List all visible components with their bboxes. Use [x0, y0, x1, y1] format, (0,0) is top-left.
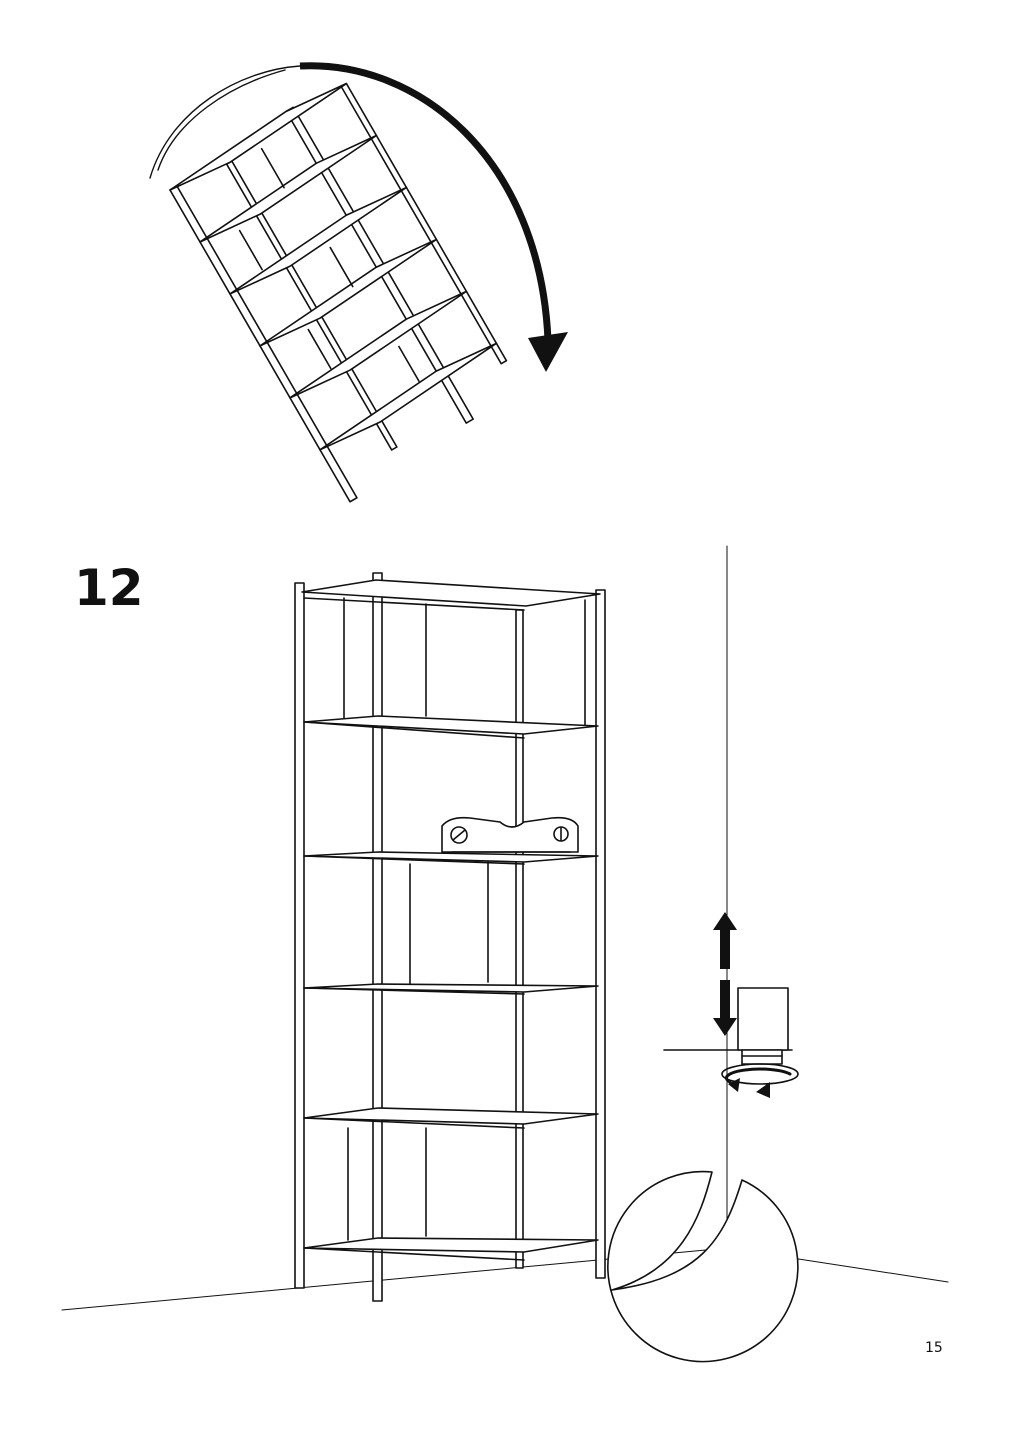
- page-number: 15: [925, 1340, 943, 1356]
- step-number: 12: [74, 559, 144, 617]
- rotate-arrow-icon: [724, 1067, 792, 1084]
- spirit-level-icon: [441, 816, 579, 853]
- standing-bookcase-drawing: [61, 545, 949, 1363]
- up-down-arrow-icon: [713, 912, 737, 1036]
- rotation-arc-thick-icon: [299, 62, 552, 341]
- rotation-arrowhead-icon: [528, 332, 568, 372]
- shelf-boards: [303, 715, 599, 1261]
- foot-detail-magnifier: [607, 987, 799, 1363]
- rotation-arc-thin: [149, 65, 301, 179]
- tilted-bookcase-drawing: [149, 62, 568, 503]
- tilted-shelf-frame: [169, 82, 508, 503]
